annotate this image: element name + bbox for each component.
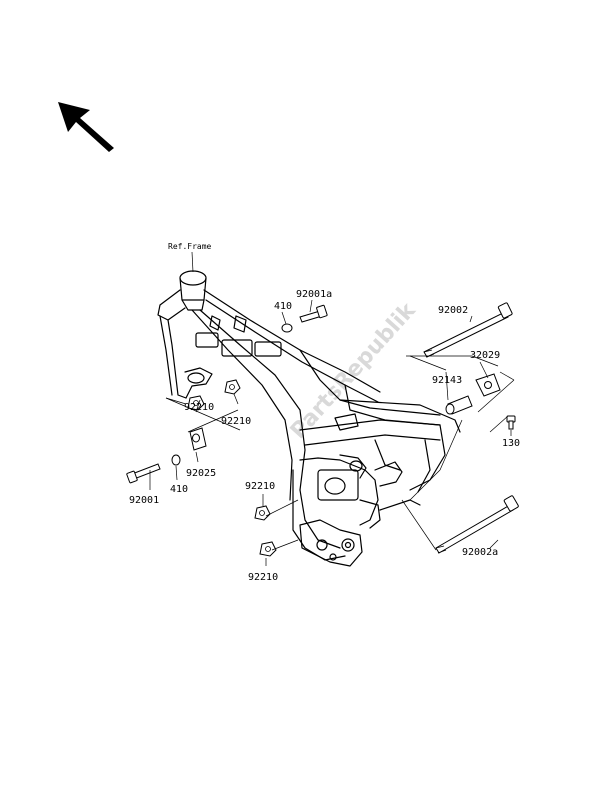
label-410-bottom: 410	[170, 484, 188, 495]
label-92210-c: 92210	[245, 481, 275, 492]
washer-410-top	[281, 323, 293, 333]
bolt-92001	[126, 463, 161, 484]
bolt-92001a	[299, 304, 328, 323]
label-32029: 32029	[470, 350, 500, 361]
washer-410-bottom	[171, 454, 181, 466]
label-92210-b: 92210	[221, 416, 251, 427]
label-92210-d: 92210	[248, 572, 278, 583]
frame-drawing	[157, 270, 461, 567]
label-410-top: 410	[274, 301, 292, 312]
spacer-92025	[189, 427, 207, 451]
label-ref-frame: Ref.Frame	[168, 242, 212, 251]
label-92143: 92143	[432, 375, 462, 386]
nut-92210-b	[224, 379, 241, 395]
leader-lines	[149, 251, 515, 566]
label-92002: 92002	[438, 305, 468, 316]
label-92001: 92001	[129, 495, 159, 506]
nut-92210-c	[254, 505, 271, 521]
label-92002a: 92002a	[462, 547, 498, 558]
bolt-92002a	[435, 495, 519, 554]
label-92210-a: 92210	[184, 402, 214, 413]
bolt-130	[506, 415, 516, 430]
label-92001a: 92001a	[296, 289, 332, 300]
bolt-92002	[423, 302, 513, 358]
label-92025: 92025	[186, 468, 216, 479]
nut-92210-a	[187, 395, 205, 411]
part-labels: Ref.Frame 92001a 410 92002 32029 92143 9…	[129, 242, 520, 583]
parts	[126, 302, 519, 557]
collar-92143	[445, 395, 473, 415]
direction-arrow-icon	[58, 102, 114, 152]
nut-92210-d	[259, 541, 277, 557]
bracket-32029	[475, 373, 501, 397]
label-130: 130	[502, 438, 520, 449]
